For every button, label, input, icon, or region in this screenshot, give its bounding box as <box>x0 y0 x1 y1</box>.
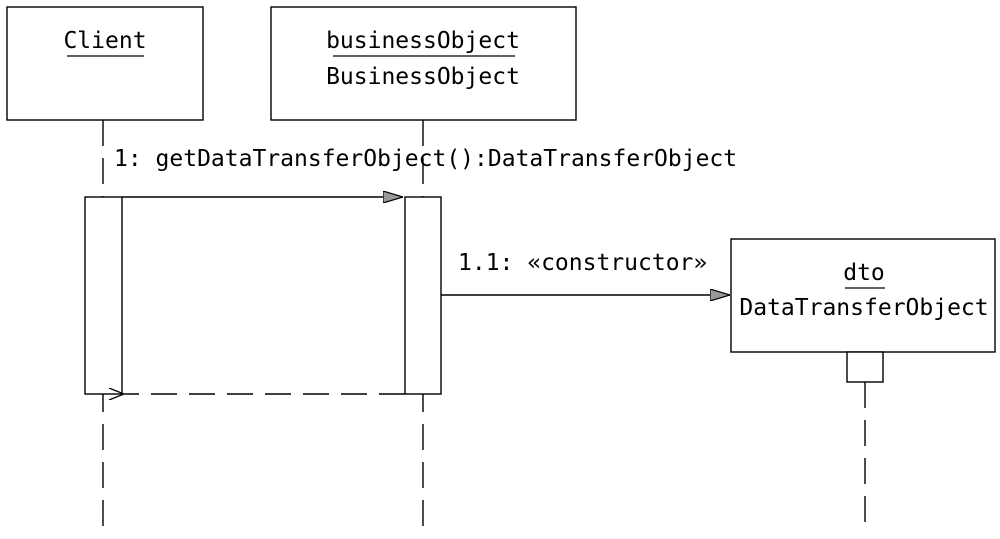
message-1-1-label: 1.1: «constructor» <box>458 250 707 276</box>
client-name: Client <box>63 28 146 54</box>
dto-activation <box>846 351 884 383</box>
message-1-label: 1: getDataTransferObject():DataTransferO… <box>114 146 737 172</box>
business-object-name: businessObject <box>326 28 520 54</box>
dto-name: dto <box>843 260 885 286</box>
dto-type: DataTransferObject <box>739 295 988 321</box>
business-object: businessObject BusinessObject <box>270 6 577 121</box>
business-object-type: BusinessObject <box>326 64 520 90</box>
client-activation <box>84 196 123 395</box>
dto-object: dto DataTransferObject <box>730 238 996 353</box>
client-object: Client <box>6 6 204 121</box>
business-object-activation <box>404 196 442 395</box>
